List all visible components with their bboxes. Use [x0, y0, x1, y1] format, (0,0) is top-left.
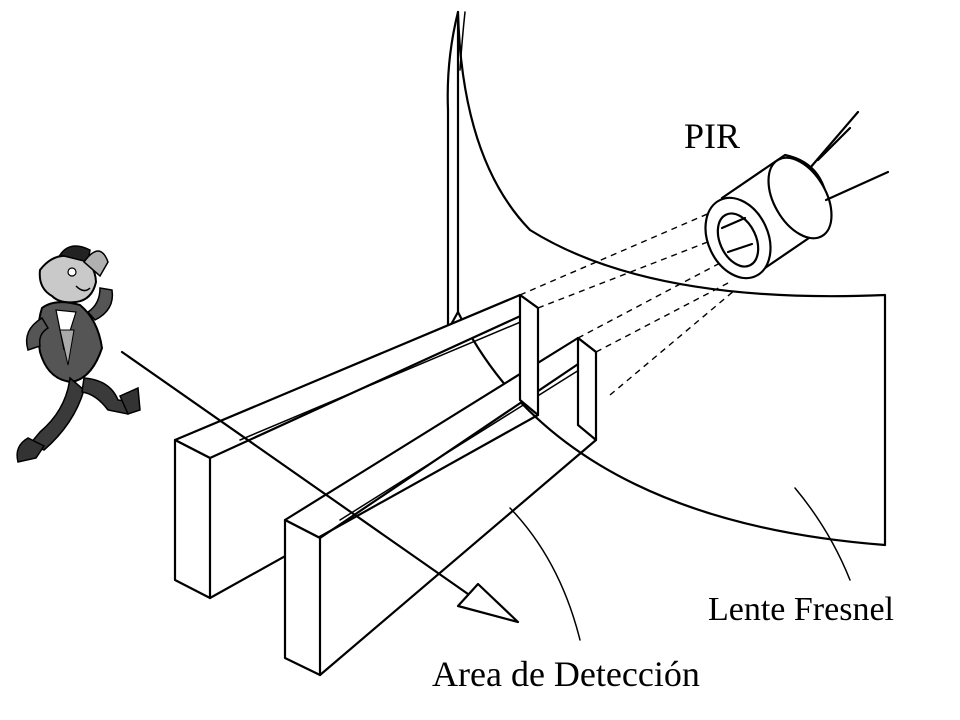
pir-element-2	[726, 242, 754, 254]
beam-upper-ray	[239, 317, 531, 441]
fresnel-lens-top-lip	[446, 10, 460, 332]
zone-block-lower	[283, 518, 322, 677]
running-person	[16, 245, 141, 463]
lens-leader-line	[794, 487, 851, 581]
pir-sensor	[704, 110, 890, 280]
zone-block-lower-base	[318, 438, 598, 677]
detection-beams	[173, 293, 598, 540]
beam-upper	[173, 293, 540, 460]
pir-body-back	[767, 156, 833, 240]
area-leader-line	[509, 507, 581, 641]
beam-lower	[283, 336, 598, 540]
zone-block-upper-base	[208, 413, 540, 600]
zone-block-lower-side	[576, 336, 598, 442]
zone-block-upper-side	[518, 293, 540, 417]
detection-area-label: Area de Detección	[432, 654, 700, 694]
ray-5	[609, 289, 736, 396]
motion-arrow-head	[456, 582, 520, 624]
fresnel-lens	[446, 10, 887, 547]
ray-4	[595, 281, 731, 353]
ray-3	[577, 261, 723, 339]
pir-window-inner	[716, 212, 760, 268]
pir-label: PIR	[684, 116, 740, 156]
fresnel-lens-edge	[459, 11, 466, 71]
pir-lead-3	[824, 170, 890, 202]
sensor-rays	[519, 211, 736, 396]
beam-lower-ray	[339, 364, 588, 521]
pir-element-1	[720, 216, 747, 230]
pir-lead-2	[816, 126, 852, 162]
fresnel-lens-sheet	[456, 10, 887, 547]
motion-arrow-shaft	[120, 350, 490, 610]
detection-zone-blocks	[173, 293, 598, 677]
ray-1	[519, 211, 713, 296]
motion-arrow	[120, 350, 520, 624]
fresnel-lens-label: Lente Fresnel	[708, 591, 894, 628]
zone-block-upper	[173, 438, 212, 600]
